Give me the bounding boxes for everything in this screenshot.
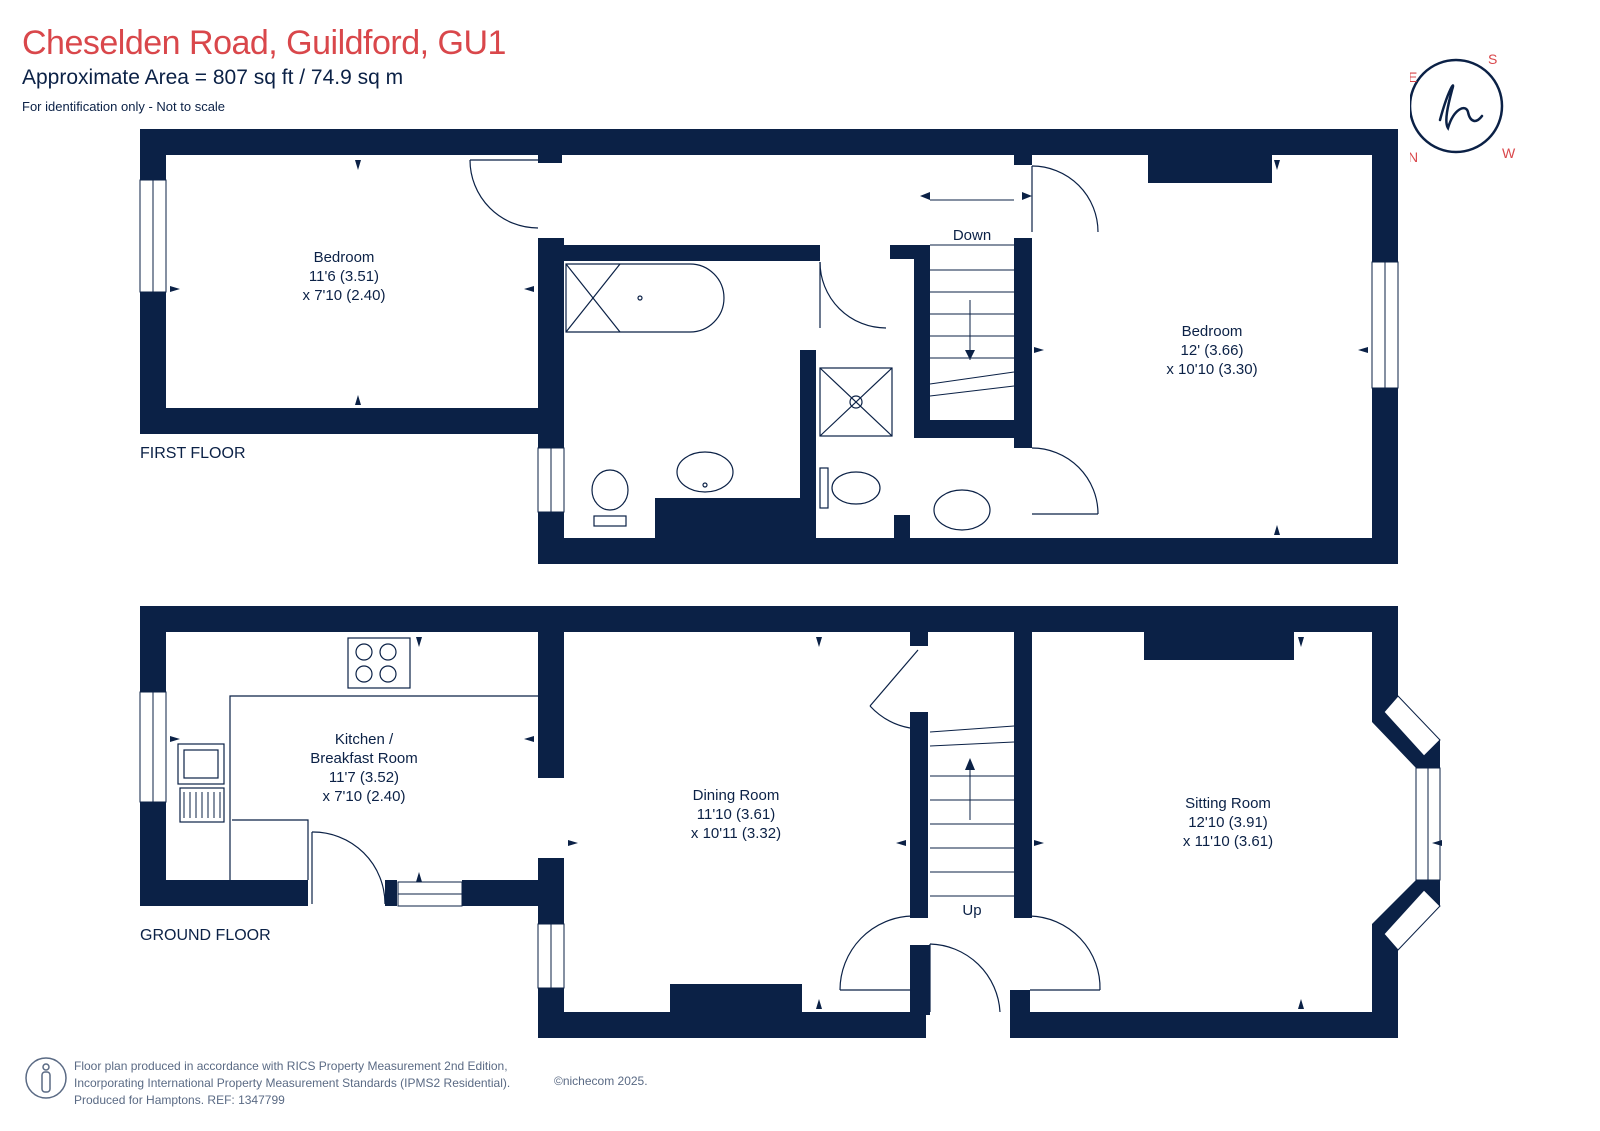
svg-text:11'6 (3.51): 11'6 (3.51): [309, 268, 379, 285]
first-floor-label: FIRST FLOOR: [140, 445, 246, 462]
ground-floor-label: GROUND FLOOR: [140, 927, 271, 944]
room-label-sitting: Sitting Room 12'10 (3.91) x 11'10 (3.61): [1183, 795, 1273, 850]
accessibility-person-icon: [25, 1057, 67, 1099]
dimension-arrows: [170, 160, 1442, 1009]
footer-line-3: Produced for Hamptons. REF: 1347799: [74, 1093, 285, 1107]
svg-text:Breakfast Room: Breakfast Room: [310, 750, 418, 767]
compass-n: N: [1410, 149, 1418, 165]
svg-text:x 10'11 (3.32): x 10'11 (3.32): [691, 825, 781, 842]
doors: [311, 159, 1101, 1013]
footer-notes: Floor plan produced in accordance with R…: [74, 1058, 510, 1109]
approximate-area: Approximate Area = 807 sq ft / 74.9 sq m: [22, 66, 404, 89]
svg-text:Bedroom: Bedroom: [314, 249, 375, 266]
room-label-dining: Dining Room 11'10 (3.61) x 10'11 (3.32): [691, 787, 781, 842]
stair-arrows: [920, 192, 1032, 770]
svg-text:x 7'10 (2.40): x 7'10 (2.40): [303, 287, 386, 304]
fixtures: [177, 263, 991, 880]
svg-text:Sitting Room: Sitting Room: [1185, 795, 1271, 812]
compass-s: S: [1488, 51, 1497, 67]
svg-text:11'10 (3.61): 11'10 (3.61): [697, 806, 775, 823]
svg-text:x 10'10 (3.30): x 10'10 (3.30): [1166, 361, 1257, 378]
footer-line-1: Floor plan produced in accordance with R…: [74, 1059, 508, 1073]
svg-text:Kitchen /: Kitchen /: [335, 731, 394, 748]
drainer: [183, 792, 221, 818]
scale-note: For identification only - Not to scale: [22, 99, 226, 114]
svg-text:x 7'10 (2.40): x 7'10 (2.40): [323, 788, 406, 805]
stairs-up-label: Up: [962, 902, 981, 919]
copyright: ©nichecom 2025.: [554, 1074, 648, 1088]
svg-text:Dining Room: Dining Room: [693, 787, 780, 804]
svg-text:Bedroom: Bedroom: [1182, 323, 1243, 340]
svg-text:12'10 (3.91): 12'10 (3.91): [1188, 814, 1268, 831]
room-label-bedroom-2: Bedroom 12' (3.66) x 10'10 (3.30): [1166, 323, 1257, 378]
stairs-down-label: Down: [953, 227, 991, 244]
room-label-kitchen: Kitchen / Breakfast Room 11'7 (3.52) x 7…: [310, 731, 418, 805]
compass-logo-icon: N E S W: [1410, 51, 1516, 165]
plan-title: Cheselden Road, Guildford, GU1: [22, 24, 506, 62]
room-label-bedroom-1: Bedroom 11'6 (3.51) x 7'10 (2.40): [303, 249, 386, 304]
windows: [139, 179, 1441, 989]
svg-text:11'7 (3.52): 11'7 (3.52): [329, 769, 399, 786]
svg-text:12' (3.66): 12' (3.66): [1181, 342, 1244, 359]
footer-line-2: Incorporating International Property Mea…: [74, 1076, 511, 1090]
compass-e: E: [1410, 69, 1417, 85]
compass-w: W: [1502, 145, 1516, 161]
svg-text:x 11'10 (3.61): x 11'10 (3.61): [1183, 833, 1273, 850]
